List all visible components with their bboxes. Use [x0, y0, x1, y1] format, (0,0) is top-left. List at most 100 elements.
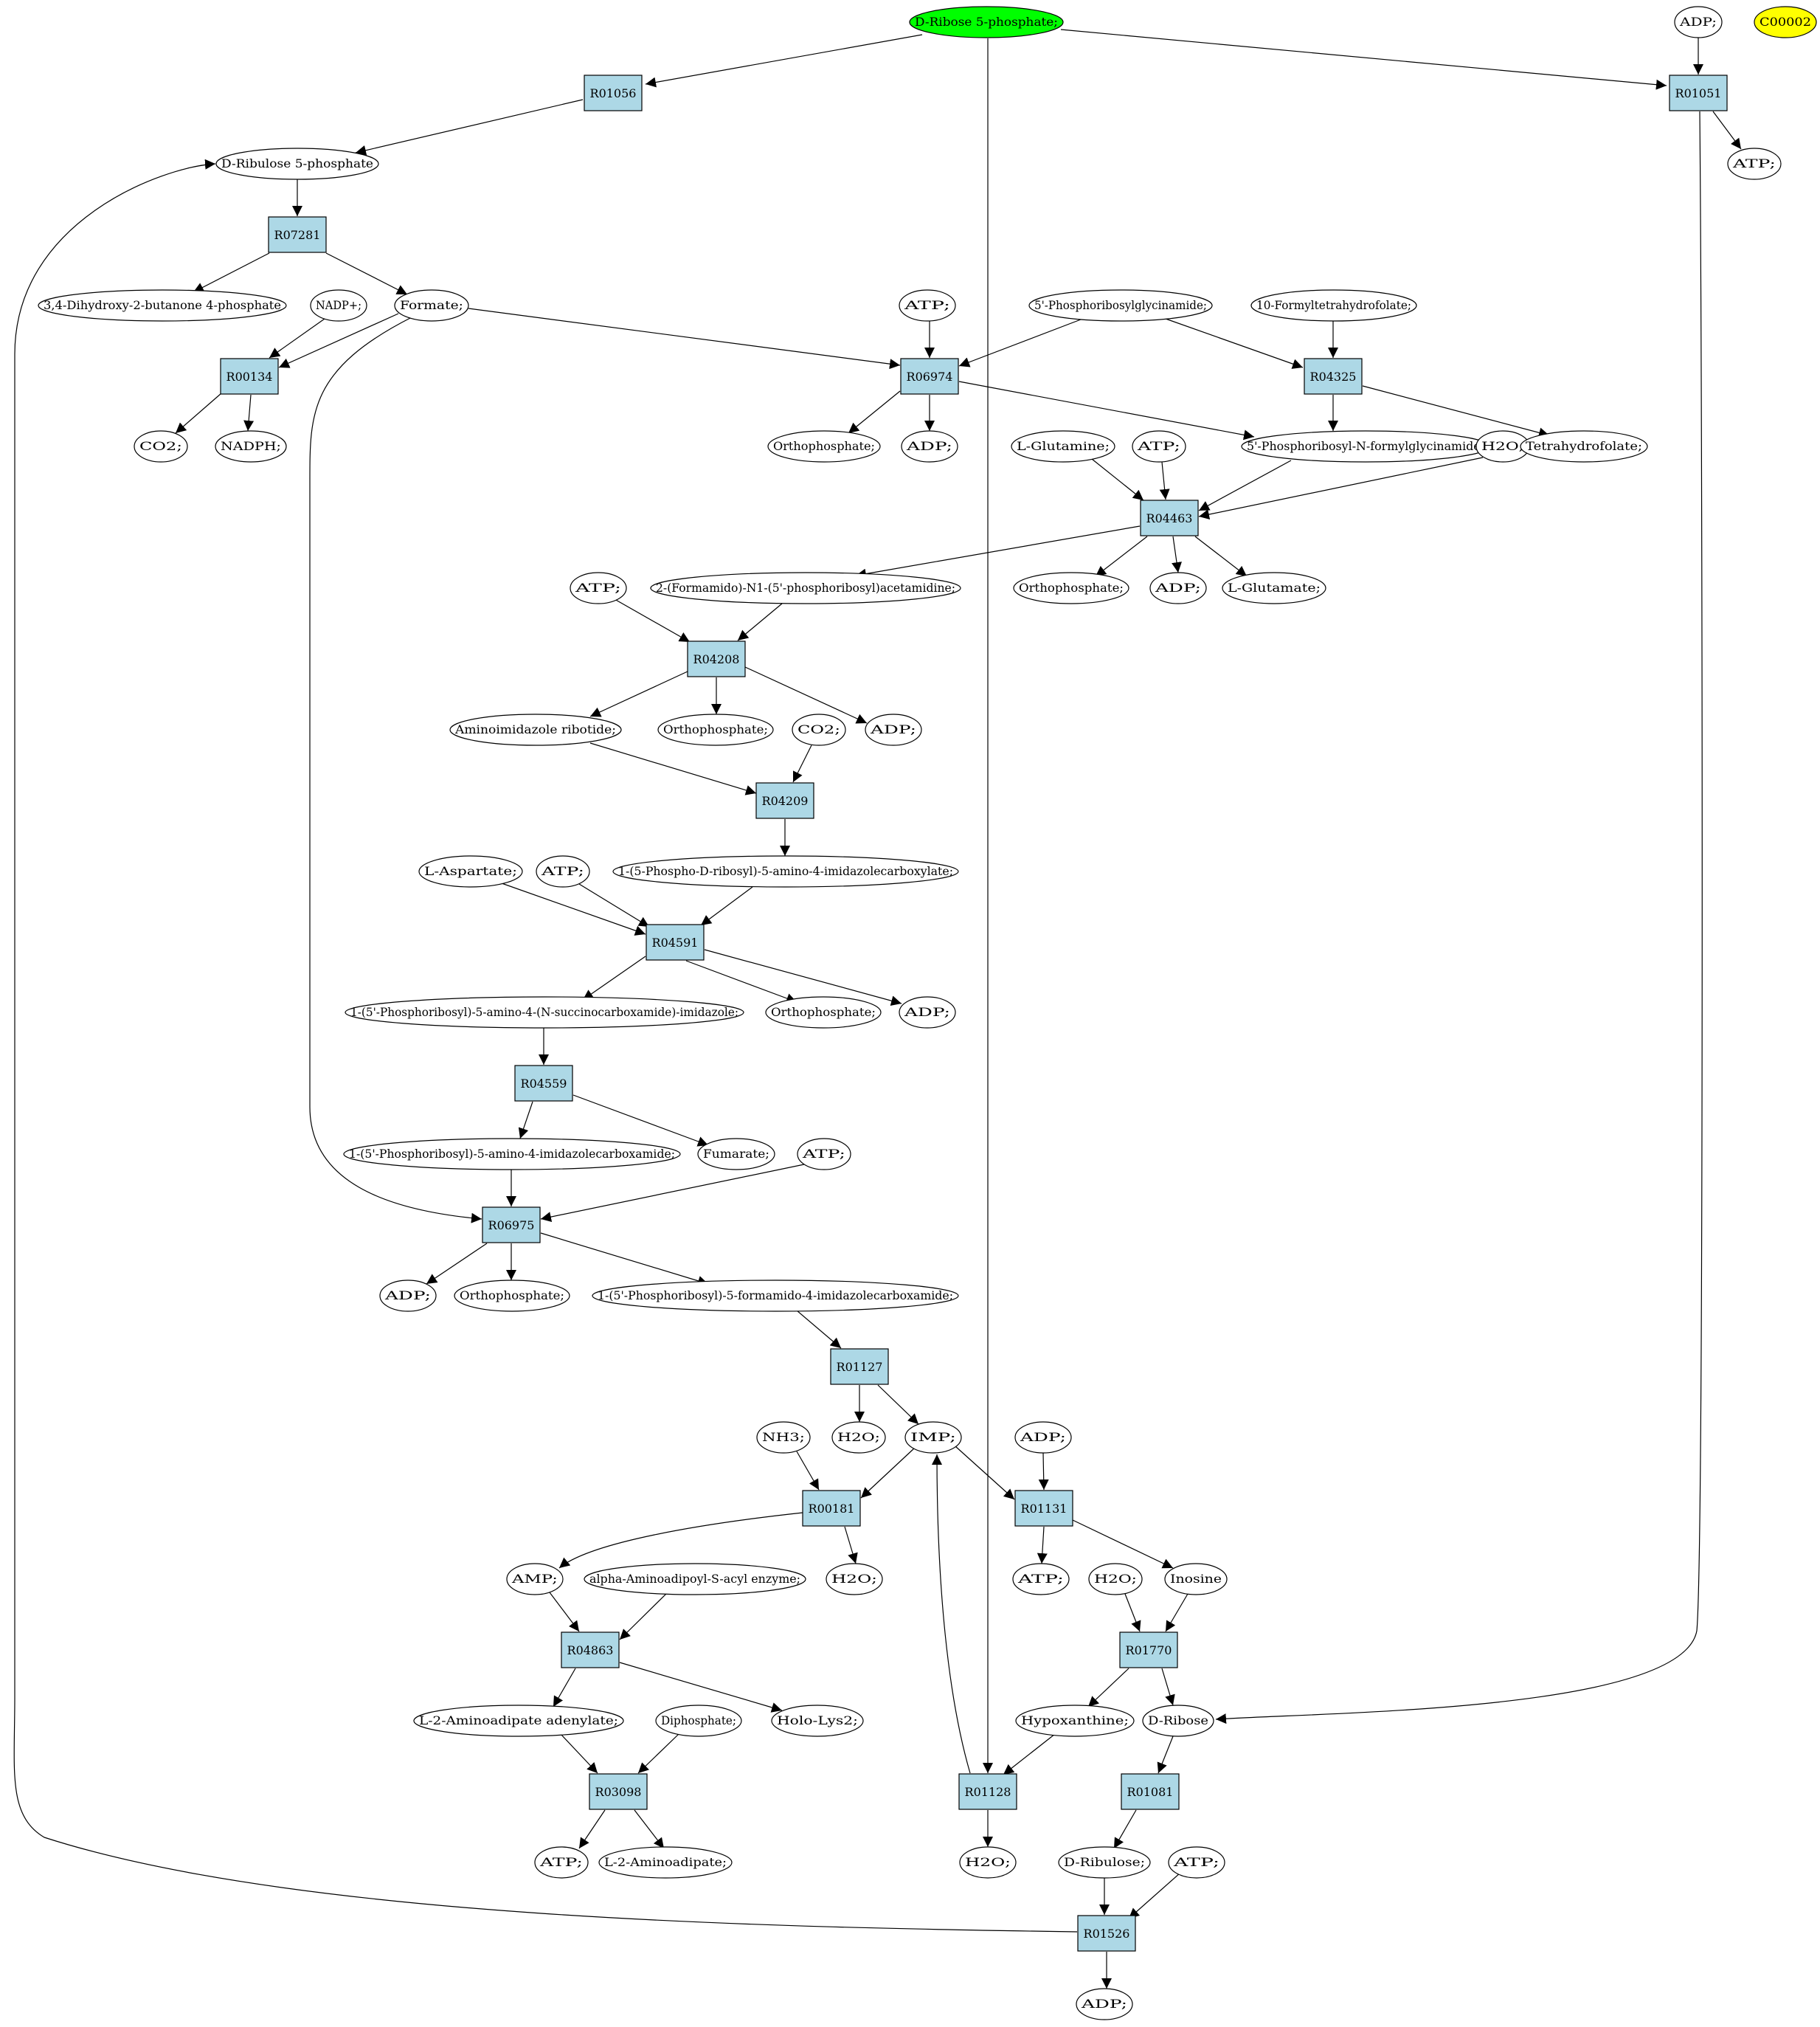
reaction-box	[589, 1773, 648, 1810]
compound-rib5p[interactable]: D-Ribose 5-phosphate;	[909, 6, 1064, 38]
compound-co2_b[interactable]: CO2;	[792, 714, 846, 746]
reaction-r01056[interactable]: R01056	[584, 75, 643, 111]
reaction-r04559[interactable]: R04559	[514, 1065, 573, 1102]
compound-lglu[interactable]: L-Glutamate;	[1222, 572, 1326, 604]
compound-adp_r04208[interactable]: ADP;	[865, 714, 922, 746]
compound-adp_top[interactable]: ADP;	[1674, 6, 1723, 38]
compound-adp_r01131[interactable]: ADP;	[1014, 1421, 1072, 1454]
compound-saicar[interactable]: 1-(5'-Phosphoribosyl)-5-amino-4-(N-succi…	[345, 996, 744, 1029]
compound-h2o_r01127[interactable]: H2O;	[831, 1421, 886, 1454]
compound-pi_r06974[interactable]: Orthophosphate;	[767, 430, 881, 463]
compound-fum[interactable]: Fumarate;	[697, 1138, 775, 1170]
compound-label: ATP;	[540, 864, 584, 878]
compound-air[interactable]: Aminoimidazole ribotide;	[449, 714, 622, 746]
reaction-r04325[interactable]: R04325	[1304, 358, 1363, 395]
compound-atp_r06975[interactable]: ATP;	[797, 1138, 851, 1170]
reaction-r06975[interactable]: R06975	[482, 1206, 541, 1243]
compound-holo[interactable]: Holo-Lys2;	[771, 1705, 864, 1737]
compound-nadp[interactable]: NADP+;	[310, 289, 367, 322]
compound-pi_r04591[interactable]: Orthophosphate;	[765, 996, 882, 1029]
reaction-r00134[interactable]: R00134	[220, 358, 279, 395]
compound-fgam[interactable]: 2-(Formamido)-N1-(5'-phosphoribosyl)acet…	[650, 572, 961, 604]
reaction-box	[220, 358, 279, 395]
edge-drib-to-R01081	[1157, 1736, 1174, 1774]
compound-label: ATP;	[903, 298, 950, 312]
compound-adp_r04591[interactable]: ADP;	[899, 996, 956, 1029]
compound-atp_r04591[interactable]: ATP;	[536, 855, 590, 888]
compound-atp_r01131[interactable]: ATP;	[1012, 1563, 1070, 1595]
compound-formate[interactable]: Formate;	[394, 289, 469, 322]
compound-atp_r03098[interactable]: ATP;	[534, 1846, 589, 1879]
compound-aicar[interactable]: 1-(5'-Phosphoribosyl)-5-amino-4-imidazol…	[343, 1138, 681, 1170]
compound-atp_r04208[interactable]: ATP;	[570, 572, 627, 604]
compound-prfgly[interactable]: 5'-Phosphoribosyl-N-formylglycinamide;	[1241, 430, 1490, 463]
reaction-r01770[interactable]: R01770	[1119, 1631, 1178, 1668]
reaction-r04463[interactable]: R04463	[1140, 500, 1199, 536]
compound-thf[interactable]: Tetrahydrofolate;	[1520, 430, 1648, 463]
compound-ellipse	[418, 855, 523, 888]
compound-hypox[interactable]: Hypoxanthine;	[1015, 1705, 1135, 1737]
compound-adp_r06975[interactable]: ADP;	[379, 1280, 437, 1312]
compound-fthf[interactable]: 10-Formyltetrahydrofolate;	[1250, 289, 1417, 322]
reaction-r04591[interactable]: R04591	[646, 924, 705, 961]
compound-ribu5p[interactable]: D-Ribulose 5-phosphate	[215, 148, 379, 180]
compound-imp[interactable]: IMP;	[904, 1421, 962, 1454]
compound-adp_r06974[interactable]: ADP;	[901, 430, 958, 463]
reaction-r01526[interactable]: R01526	[1077, 1915, 1136, 1952]
compound-atp_r06974[interactable]: ATP;	[899, 289, 956, 322]
compound-nadph[interactable]: NADPH;	[215, 430, 287, 463]
compound-ellipse	[765, 996, 882, 1029]
compound-label: ADP;	[1154, 581, 1201, 595]
reaction-r04863[interactable]: R04863	[561, 1631, 620, 1668]
compound-faicar[interactable]: 1-(5'-Phosphoribosyl)-5-formamido-4-imid…	[592, 1280, 959, 1312]
compound-cair[interactable]: 1-(5-Phospho-D-ribosyl)-5-amino-4-imidaz…	[612, 855, 959, 888]
compound-prgly[interactable]: 5'-Phosphoribosylglycinamide;	[1028, 289, 1213, 322]
reaction-r03098[interactable]: R03098	[589, 1773, 648, 1810]
compound-c00002[interactable]: C00002	[1754, 6, 1817, 38]
edge-cair-to-R04591	[700, 886, 753, 926]
compound-adp_r01526[interactable]: ADP;	[1076, 1988, 1133, 2020]
compound-h2o_r01770[interactable]: H2O;	[1088, 1563, 1143, 1595]
reaction-r01127[interactable]: R01127	[830, 1348, 889, 1385]
compound-dribu[interactable]: D-Ribulose;	[1058, 1846, 1151, 1879]
reaction-r01128[interactable]: R01128	[958, 1773, 1017, 1810]
reaction-r06974[interactable]: R06974	[900, 358, 959, 395]
compound-co2_a[interactable]: CO2;	[134, 430, 188, 463]
compound-h2o_r01128[interactable]: H2O;	[959, 1846, 1017, 1879]
reaction-r04208[interactable]: R04208	[687, 640, 746, 677]
compound-ellipse	[598, 1846, 733, 1879]
compound-inosine[interactable]: Inosine	[1164, 1563, 1228, 1595]
compound-lgln[interactable]: L-Glutamine;	[1011, 430, 1115, 463]
compound-h2o_r00181[interactable]: H2O;	[826, 1563, 883, 1595]
compound-atp_r01051[interactable]: ATP;	[1727, 148, 1782, 180]
edge-R00134-to-co2_a	[175, 393, 222, 434]
compound-amp[interactable]: AMP;	[506, 1563, 564, 1595]
reaction-r00181[interactable]: R00181	[802, 1490, 861, 1527]
compound-nh3[interactable]: NH3;	[756, 1421, 811, 1454]
compound-pi_r04208[interactable]: Orthophosphate;	[657, 714, 774, 746]
compound-l2aad[interactable]: L-2-Aminoadipate adenylate;	[413, 1705, 624, 1737]
compound-aaenz[interactable]: alpha-Aminoadipoyl-S-acyl enzyme;	[584, 1563, 806, 1595]
compound-atp_r01526[interactable]: ATP;	[1168, 1846, 1225, 1879]
edge-R01131-to-inosine	[1072, 1519, 1174, 1569]
compound-ellipse	[865, 714, 922, 746]
reaction-r01051[interactable]: R01051	[1669, 75, 1728, 111]
reaction-r01081[interactable]: R01081	[1121, 1773, 1180, 1810]
reaction-box	[958, 1773, 1017, 1810]
compound-ellipse	[345, 996, 744, 1029]
reaction-r01131[interactable]: R01131	[1014, 1490, 1073, 1527]
reaction-r04209[interactable]: R04209	[755, 782, 814, 819]
compound-ppi[interactable]: Diphosphate;	[655, 1705, 742, 1737]
compound-ellipse	[1727, 148, 1782, 180]
compound-atp_r04463[interactable]: ATP;	[1132, 430, 1186, 463]
compound-drib[interactable]: D-Ribose	[1142, 1705, 1214, 1737]
compound-label: ADP;	[869, 722, 916, 736]
compound-l2aa[interactable]: L-2-Aminoadipate;	[598, 1846, 733, 1879]
edge-nh3-to-R00181	[796, 1451, 820, 1491]
compound-pi_r06975[interactable]: Orthophosphate;	[454, 1280, 570, 1312]
compound-dhb4p[interactable]: 3,4-Dihydroxy-2-butanone 4-phosphate	[38, 289, 287, 322]
compound-pi_r04463[interactable]: Orthophosphate;	[1013, 572, 1129, 604]
compound-laspa[interactable]: L-Aspartate;	[418, 855, 523, 888]
compound-adp_r04463[interactable]: ADP;	[1149, 572, 1207, 604]
reaction-r07281[interactable]: R07281	[268, 216, 327, 253]
